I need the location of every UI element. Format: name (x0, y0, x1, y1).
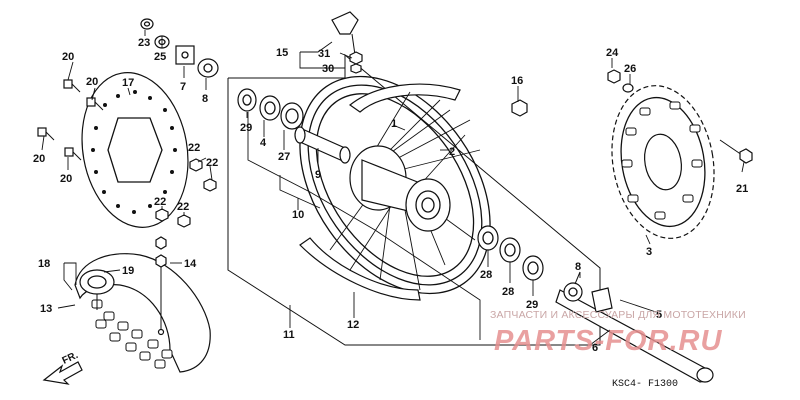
callout-11: 11 (283, 329, 295, 341)
callout-15: 15 (276, 47, 288, 59)
callout-13: 13 (40, 303, 52, 315)
callout-20-c: 20 (33, 153, 45, 165)
brake-disc (81, 72, 189, 228)
valve-nut (511, 99, 528, 117)
sprocket-fasteners (607, 69, 753, 164)
leader-lines (41, 30, 745, 346)
hub-spacer (294, 126, 351, 164)
watermark-brand: PARTS-FOR.RU (494, 325, 722, 357)
callout-2: 2 (449, 146, 455, 158)
callout-4: 4 (260, 137, 267, 149)
callout-28-b: 28 (502, 286, 514, 298)
valve-parts (155, 236, 167, 336)
callout-26: 26 (624, 63, 636, 75)
disc-nuts (155, 158, 217, 228)
callout-labels: 1 2 3 4 5 6 7 8 8 9 10 11 12 13 14 15 16… (33, 37, 748, 354)
callout-31: 31 (318, 48, 330, 60)
rim-band-lower (299, 237, 421, 301)
callout-1: 1 (391, 118, 397, 130)
callout-10: 10 (292, 209, 304, 221)
callout-12: 12 (347, 319, 359, 331)
callout-17: 17 (122, 77, 134, 89)
callout-22-b: 22 (206, 157, 218, 169)
callout-19: 19 (122, 265, 134, 277)
callout-22-c: 22 (154, 196, 166, 208)
right-bearings (477, 225, 544, 281)
callout-24: 24 (606, 47, 619, 59)
callout-14: 14 (184, 258, 197, 270)
diagram-code: KSC4- F1300 (612, 379, 678, 390)
chain-adjuster-top (331, 11, 363, 74)
callout-20-d: 20 (60, 173, 72, 185)
left-bearings (237, 88, 304, 130)
callout-29-a: 29 (240, 122, 252, 134)
axle (555, 271, 714, 383)
callout-7: 7 (180, 81, 186, 93)
callout-8-top: 8 (202, 93, 208, 105)
front-direction-arrow (42, 361, 83, 385)
callout-20-b: 20 (86, 76, 98, 88)
callout-8-right: 8 (575, 261, 581, 273)
callout-9: 9 (315, 169, 321, 181)
top-left-small-parts (140, 18, 219, 78)
wheel-hub (349, 145, 451, 232)
rim-band-upper (348, 83, 461, 113)
callout-25: 25 (154, 51, 166, 63)
callout-18: 18 (38, 258, 50, 270)
callout-20-a: 20 (62, 51, 74, 63)
callout-16: 16 (511, 75, 523, 87)
callout-29-b: 29 (526, 299, 538, 311)
callout-27: 27 (278, 151, 290, 163)
callout-30: 30 (322, 63, 334, 75)
watermark-tagline: ЗАПЧАСТИ И АКСЕССУАРЫ ДЛЯ МОТОТЕХНИКИ (490, 309, 746, 321)
callout-22-a: 22 (188, 142, 200, 154)
callout-5: 5 (656, 309, 662, 321)
callout-21: 21 (736, 183, 748, 195)
callout-3: 3 (646, 246, 652, 258)
sprocket (611, 85, 715, 239)
inner-tube (79, 269, 115, 310)
disc-bolts (37, 79, 104, 161)
wheel-rim (299, 75, 491, 295)
callout-28-a: 28 (480, 269, 492, 281)
callout-22-d: 22 (177, 201, 189, 213)
callout-6: 6 (592, 342, 598, 354)
callout-23: 23 (138, 37, 150, 49)
